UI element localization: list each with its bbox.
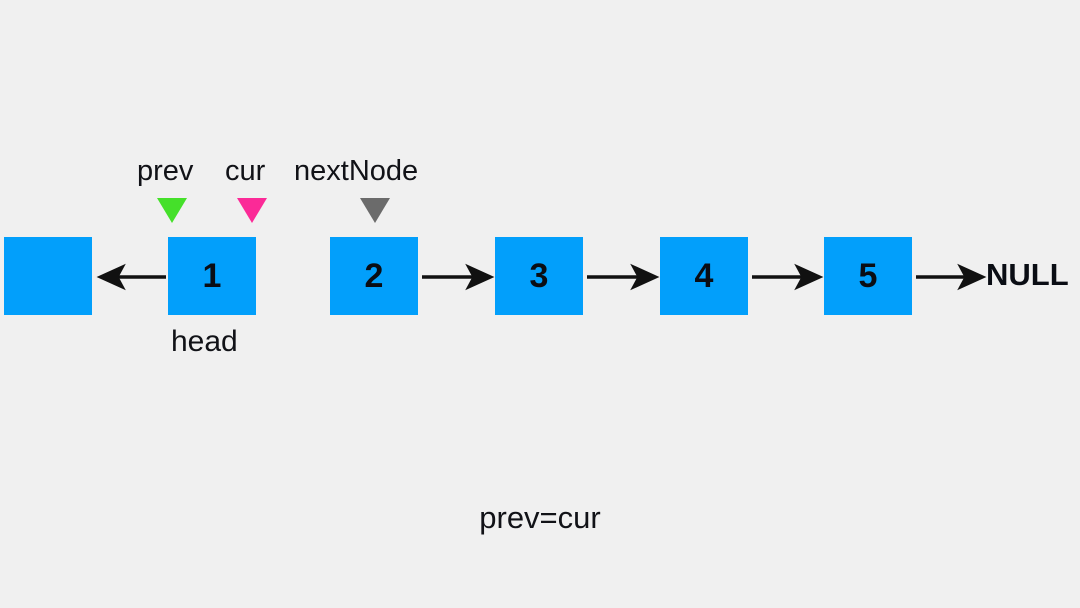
pointer-triangle-down-icon-prev [157, 198, 187, 223]
diagram-caption: prev=cur [479, 500, 601, 535]
pointer-label-nextnode: nextNode [294, 155, 419, 187]
list-node-empty [4, 237, 92, 315]
pointer-triangle-down-icon-nextnode [360, 198, 390, 223]
node-value: 5 [858, 257, 878, 295]
list-node-2: 2 [330, 237, 418, 315]
node-value: 1 [202, 257, 222, 295]
node-value: 3 [529, 257, 549, 295]
null-terminator-label: NULL [986, 257, 1069, 292]
list-node-3: 3 [495, 237, 583, 315]
node-value: 2 [364, 257, 384, 295]
pointer-label-cur: cur [225, 155, 266, 187]
list-node-5: 5 [824, 237, 912, 315]
list-node-1: 1 [168, 237, 256, 315]
node-value: 4 [694, 257, 714, 295]
pointer-label-prev: prev [137, 155, 194, 187]
pointer-triangle-down-icon-cur [237, 198, 267, 223]
list-node-4: 4 [660, 237, 748, 315]
head-label: head [171, 325, 238, 358]
